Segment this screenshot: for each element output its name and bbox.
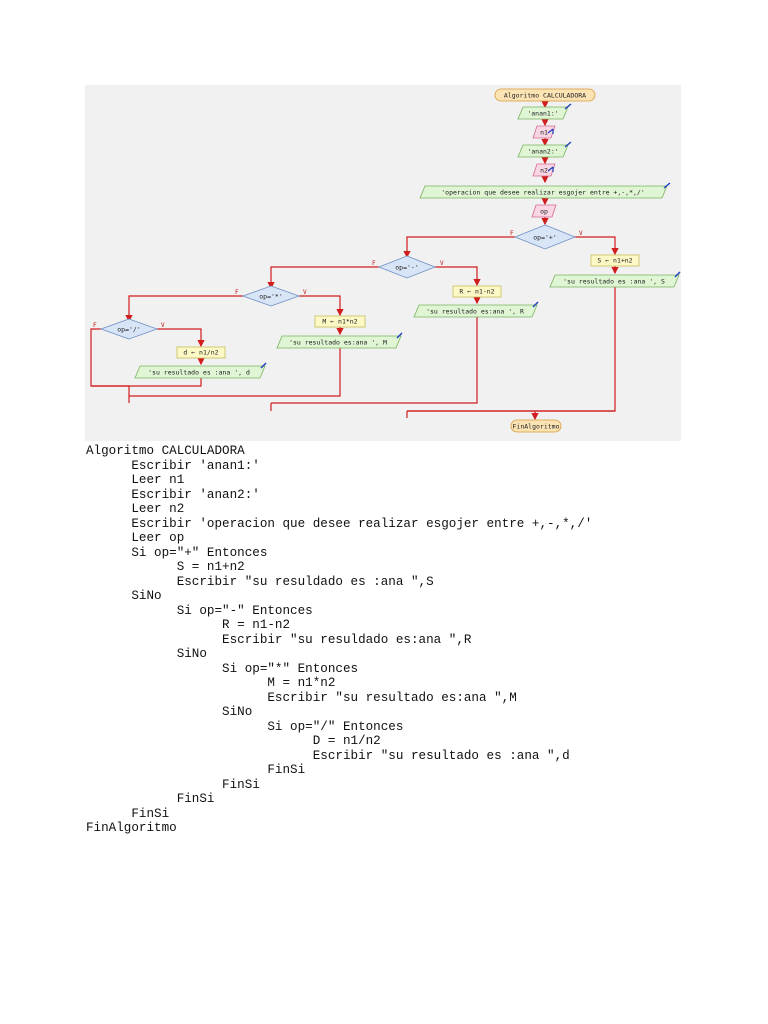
flow-connectors — [90, 101, 619, 421]
output-anan1-label: 'anan1:' — [527, 110, 558, 118]
pseudocode-line: FinSi — [86, 806, 170, 821]
flowchart: F V F V F V F V Algoritmo CALCULADORA 'a… — [85, 85, 681, 441]
pseudocode-line: Escribir "su resuldado es:ana ",R — [86, 632, 472, 647]
true-label: V — [579, 230, 583, 237]
pseudocode-line: SiNo — [86, 705, 253, 719]
pseudocode-line: FinSi — [86, 792, 215, 806]
pseudocode-line: Escribir 'operacion que desee realizar e… — [86, 516, 593, 531]
pseudocode-line: S = n1+n2 — [86, 560, 245, 574]
pseudocode-line: Si op="/" Entonces — [86, 719, 404, 734]
output-anan2: 'anan2:' — [517, 141, 572, 158]
output-m-label: 'su resultado es:ana ', M — [289, 339, 387, 347]
start-terminal: Algoritmo CALCULADORA — [494, 88, 596, 102]
pseudocode-line: Escribir "su resultado es :ana ",d — [86, 748, 570, 763]
pseudocode-line: Si op="+" Entonces — [86, 545, 268, 560]
process-m-label: M ← n1*n2 — [322, 318, 357, 326]
pseudocode-line: SiNo — [86, 589, 162, 603]
output-d: 'su resultado es :ana ', d — [134, 362, 267, 379]
pseudocode-line: Si op="-" Entonces — [86, 603, 313, 618]
output-anan1: 'anan1:' — [517, 103, 572, 120]
output-operacion: 'operacion que desee realizar esgojer en… — [419, 182, 671, 199]
true-label: V — [161, 322, 165, 329]
input-arrow-icon — [547, 128, 554, 134]
pseudocode-line: Algoritmo CALCULADORA — [86, 444, 245, 458]
pseudocode-line: R = n1-n2 — [86, 618, 291, 632]
output-arrow-icon — [564, 103, 572, 110]
output-m: 'su resultado es:ana ', M — [276, 332, 403, 349]
end-label: FinAlgoritmo — [513, 423, 560, 431]
false-label: F — [510, 230, 514, 237]
output-s: 'su resultado es :ana ', S — [549, 271, 681, 288]
output-arrow-icon — [396, 332, 403, 339]
output-d-label: 'su resultado es :ana ', d — [148, 369, 250, 377]
process-d: d ← n1/n2 — [176, 346, 226, 359]
pseudocode-line: FinSi — [86, 777, 260, 792]
pseudocode-line: M = n1*n2 — [86, 676, 336, 690]
decision-minus-label: op='-' — [395, 264, 418, 272]
process-r-label: R ← n1-n2 — [459, 288, 494, 296]
pseudocode-line: Escribir "su resultado es:ana ",M — [86, 690, 517, 705]
output-s-label: 'su resultado es :ana ', S — [563, 278, 665, 286]
output-arrow-icon — [674, 271, 681, 278]
pseudocode-line: Escribir 'anan1:' — [86, 458, 260, 473]
flowchart-svg: F V F V F V F V Algoritmo CALCULADORA 'a… — [90, 88, 681, 433]
true-label: V — [440, 260, 444, 267]
pseudocode-line: Leer op — [86, 531, 185, 545]
output-r: 'su resultado es:ana ', R — [413, 301, 539, 318]
pseudocode-line: Si op="*" Entonces — [86, 661, 359, 676]
pseudocode-line: Leer n2 — [86, 502, 185, 516]
decision-mult-label: op='*' — [259, 293, 282, 301]
decision-mult: op='*' — [241, 285, 301, 307]
process-m: M ← n1*n2 — [314, 315, 366, 328]
input-n1: n1 — [532, 125, 556, 139]
input-op-label: op — [540, 208, 548, 216]
false-label: F — [235, 289, 239, 296]
output-operacion-label: 'operacion que desee realizar esgojer en… — [441, 189, 645, 197]
output-arrow-icon — [564, 141, 572, 148]
input-op: op — [531, 204, 557, 218]
input-n2: n2 — [532, 163, 556, 177]
output-anan2-label: 'anan2:' — [527, 148, 558, 156]
pseudocode-line: Escribir "su resuldado es :ana ",S — [86, 574, 434, 589]
output-r-label: 'su resultado es:ana ', R — [426, 308, 524, 316]
process-r: R ← n1-n2 — [452, 285, 502, 298]
pseudocode-line: FinAlgoritmo — [86, 821, 177, 835]
false-label: F — [372, 260, 376, 267]
decision-plus: op='+' — [513, 224, 577, 250]
false-label: F — [93, 322, 97, 329]
output-arrow-icon — [663, 182, 671, 189]
pseudocode-line: D = n1/n2 — [86, 734, 381, 748]
pseudocode-line: FinSi — [86, 763, 306, 777]
pseudocode-line: SiNo — [86, 647, 207, 661]
pseudocode-block: Algoritmo CALCULADORA Escribir 'anan1:' … — [86, 444, 592, 836]
process-s-label: S ← n1+n2 — [597, 257, 632, 265]
pseudocode-line: Escribir 'anan2:' — [86, 487, 260, 502]
decision-div-label: op='/' — [117, 326, 140, 334]
process-s: S ← n1+n2 — [590, 254, 640, 267]
decision-plus-label: op='+' — [533, 234, 556, 242]
start-label: Algoritmo CALCULADORA — [504, 92, 586, 100]
decision-minus: op='-' — [377, 255, 437, 279]
decision-div: op='/' — [99, 318, 159, 340]
output-arrow-icon — [532, 301, 539, 308]
output-arrow-icon — [260, 362, 267, 369]
pseudocode-line: Leer n1 — [86, 473, 185, 487]
true-label: V — [303, 289, 307, 296]
process-d-label: d ← n1/n2 — [183, 349, 218, 357]
end-terminal: FinAlgoritmo — [510, 419, 562, 433]
input-n1-label: n1 — [540, 129, 548, 137]
input-arrow-icon — [547, 166, 554, 172]
input-n2-label: n2 — [540, 167, 548, 175]
